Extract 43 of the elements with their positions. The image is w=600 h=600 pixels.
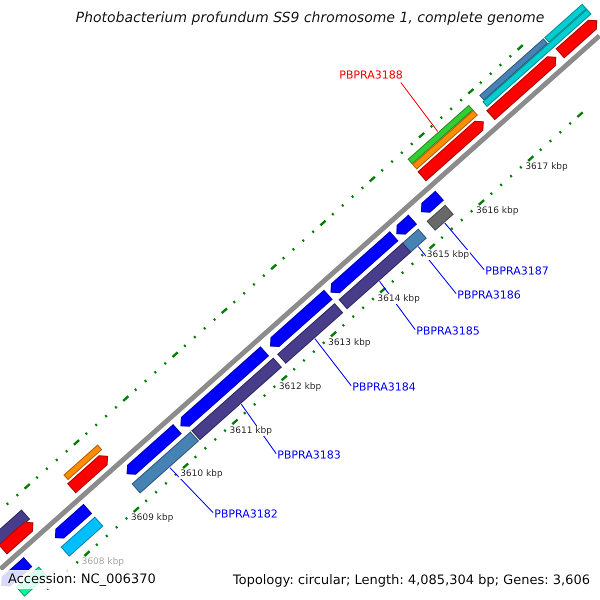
gene-label: PBPRA3186	[457, 288, 521, 302]
gene-bar	[482, 8, 592, 108]
title: Photobacterium profundum SS9 chromosome 1, complete genome	[76, 10, 544, 26]
gene-feature	[0, 522, 34, 555]
tick-label: 3608 kbp	[80, 557, 126, 568]
gene-bar	[426, 204, 454, 231]
gene-feature	[180, 346, 270, 427]
gene-label: PBPRA3188	[339, 68, 403, 82]
gene-feature	[396, 214, 418, 235]
leader-line	[444, 222, 485, 270]
tick-label: 3616 kbp	[475, 206, 520, 216]
gene-label: PBPRA3184	[352, 380, 416, 394]
gene-feature	[556, 20, 598, 58]
tick-label: 3617 kbp	[524, 162, 569, 172]
gene-bar	[479, 38, 548, 101]
tick-label: 3613 kbp	[327, 338, 372, 348]
gene-bar	[408, 104, 474, 164]
leader-line	[314, 338, 352, 386]
gene-feature	[54, 504, 92, 538]
gene-feature	[67, 455, 108, 494]
gene-label: PBPRA3182	[214, 508, 278, 520]
gene-bar	[60, 516, 104, 557]
gene-label: PBPRA3183	[277, 448, 341, 462]
tick-label: 3609 kbp	[130, 513, 174, 524]
leader-line	[169, 467, 214, 514]
tick-label: 3614 kbp	[376, 294, 421, 304]
gene-bar	[63, 444, 102, 480]
leader-line	[400, 82, 438, 132]
tick-label: 3611 kbp	[228, 426, 273, 436]
gene-feature	[126, 424, 182, 475]
gene-label: PBPRA3185	[416, 324, 480, 338]
tick-label: 3615 kbp	[426, 250, 470, 260]
gene-bar	[412, 110, 478, 170]
tick-label: 3610 kbp	[179, 469, 224, 480]
gene-feature	[417, 120, 484, 182]
gene-label: PBPRA3187	[485, 264, 549, 278]
leader-line	[418, 246, 457, 294]
gene-feature	[330, 231, 398, 294]
gene-feature	[486, 56, 556, 120]
gene-bar	[544, 4, 587, 43]
genome-info-text: Topology: circular; Length: 4,085,304 bp; Genes: 3,606	[232, 573, 590, 588]
gene-feature	[420, 190, 444, 213]
tick-label: 3612 kbp	[278, 382, 322, 392]
